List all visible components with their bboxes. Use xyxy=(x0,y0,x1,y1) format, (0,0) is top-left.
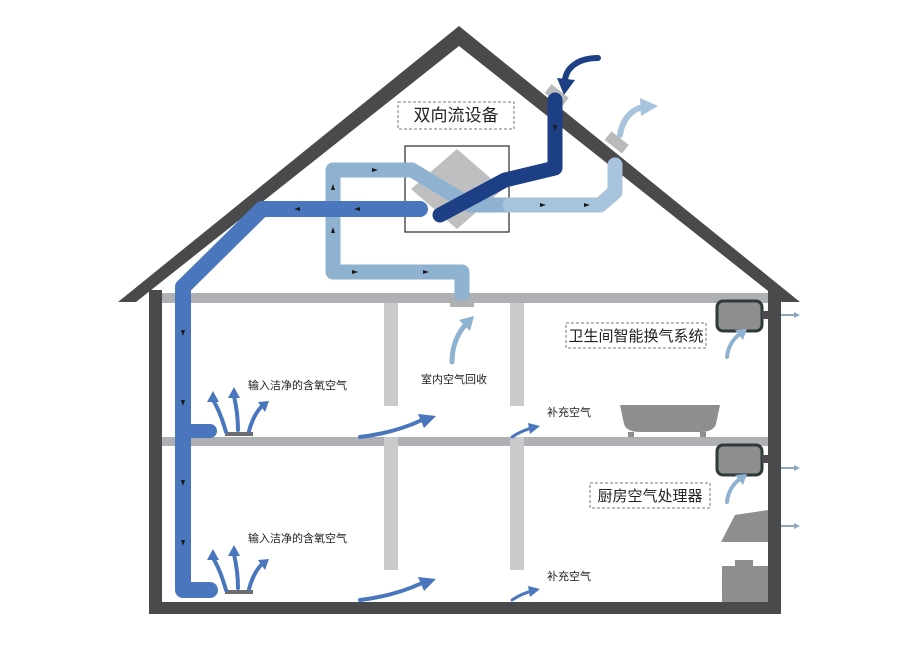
device-label: 双向流设备 xyxy=(397,101,515,130)
bathroom-fan-unit xyxy=(715,299,800,359)
right-wall xyxy=(768,290,781,612)
recovery-vent xyxy=(450,300,474,307)
duct-network xyxy=(175,92,623,598)
recovery-arrow-icon xyxy=(449,316,474,365)
supply-vent-icon-lower xyxy=(207,545,269,594)
supply-clean-upper-label: 输入洁净的含氧空气 xyxy=(248,378,347,392)
indoor-recovery-label: 室内空气回收 xyxy=(421,372,487,386)
kitchen-label-text: 厨房空气处理器 xyxy=(597,487,702,505)
exhaust-duct xyxy=(502,157,623,213)
supply-duct xyxy=(175,201,428,598)
device-label-text: 双向流设备 xyxy=(414,106,499,126)
makeup-upper-label: 补充空气 xyxy=(547,405,591,419)
exhaust-roof-vent xyxy=(604,131,629,154)
ground-floor xyxy=(149,602,781,614)
makeup-lower-label: 补充空气 xyxy=(547,569,591,583)
intake-duct xyxy=(432,92,563,223)
stove-icon xyxy=(722,560,768,602)
flow-direction-markers xyxy=(181,125,590,546)
partition-1 xyxy=(384,303,398,602)
bathtub-icon xyxy=(620,405,720,437)
supply-clean-lower-label: 输入洁净的含氧空气 xyxy=(248,531,347,545)
exhaust-arrow-icon xyxy=(617,98,658,138)
fan-unit-icon xyxy=(715,299,764,333)
bathroom-label-text: 卫生间智能换气系统 xyxy=(568,327,703,345)
middle-floor xyxy=(162,437,768,446)
kitchen-label: 厨房空气处理器 xyxy=(589,482,711,509)
partition-2 xyxy=(510,303,524,602)
kitchen-air-processor xyxy=(715,443,800,504)
airflow-arrows xyxy=(358,414,540,602)
fresh-air-arrow-icon xyxy=(557,55,601,95)
left-wall xyxy=(149,290,162,612)
bathroom-label: 卫生间智能换气系统 xyxy=(565,322,707,349)
range-hood-icon xyxy=(721,510,800,542)
supply-vent-icon xyxy=(207,387,269,436)
fan-unit-icon xyxy=(715,443,764,477)
